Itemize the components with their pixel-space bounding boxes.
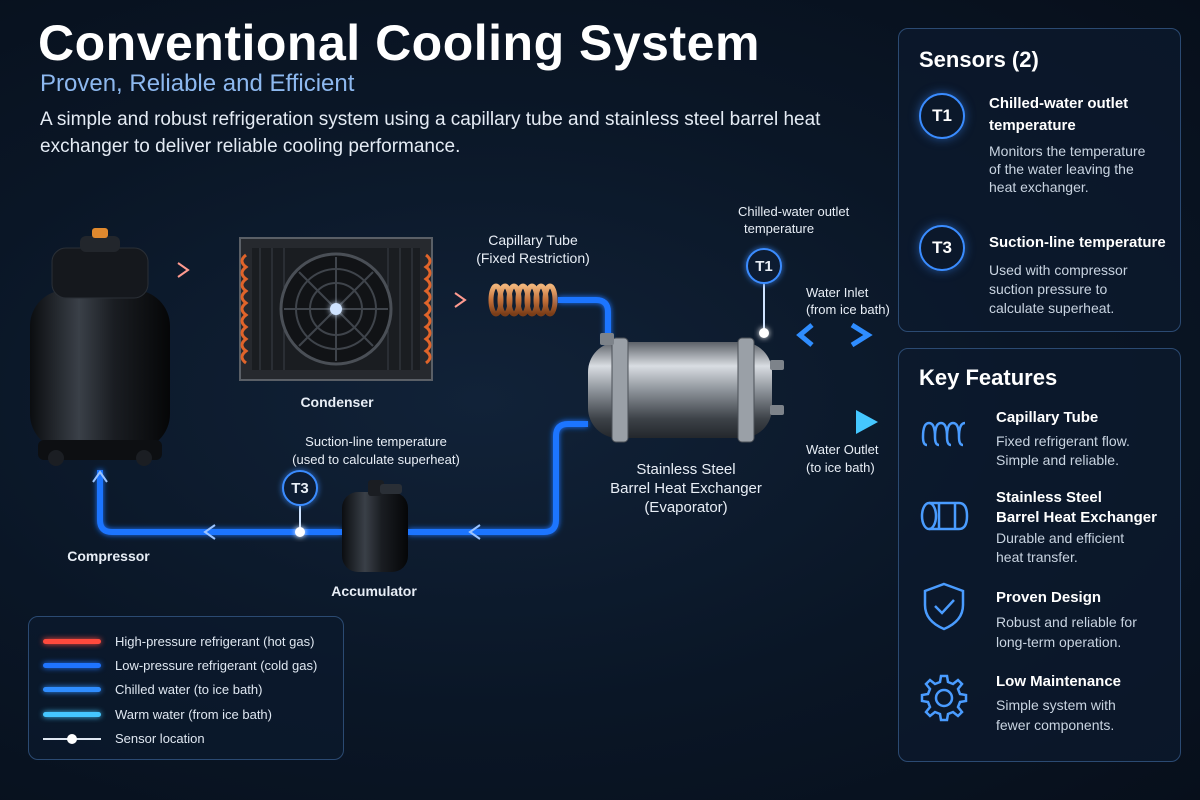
- sensor-t3-desc-line2: suction pressure to: [989, 281, 1108, 297]
- flow-arrow-icon: [203, 524, 216, 540]
- intro-text: A simple and robust refrigeration system…: [40, 109, 821, 157]
- coil-icon: [921, 421, 966, 447]
- page-subtitle: Proven, Reliable and Efficient: [40, 70, 355, 97]
- t1-tag: T1: [755, 258, 773, 275]
- sensor-t3-title-line1: Suction-line temperature: [989, 234, 1166, 251]
- feature-barrel-title-line1: Stainless Steel: [996, 489, 1102, 506]
- key-features-panel: Key Features Capillary Tube Fixed refrig…: [898, 348, 1181, 762]
- water-inlet-line2: (from ice bath): [806, 302, 890, 317]
- legend-item-chilled-water: Chilled water (to ice bath): [43, 678, 329, 702]
- legend-swatch: [43, 711, 101, 717]
- t3-caption-line2: (used to calculate superheat): [292, 452, 460, 467]
- barrel-icon: [920, 501, 969, 531]
- sensor-t1: [746, 248, 782, 338]
- feature-barrel-desc-line1: Durable and efficient: [996, 530, 1125, 546]
- low-pressure-line-to-evaporator: [558, 297, 611, 345]
- flow-arrow-icon: [92, 470, 108, 483]
- feature-barrel-desc-line2: heat transfer.: [996, 549, 1078, 565]
- feature-barrel-title-line2: Barrel Heat Exchanger: [996, 509, 1157, 526]
- legend-swatch: [43, 638, 101, 644]
- sensors-panel-title: Sensors (2): [919, 47, 1039, 72]
- water-outlet-line2: (to ice bath): [806, 460, 875, 475]
- sensors-panel: Sensors (2) T1 Chilled-water outlet temp…: [898, 28, 1181, 332]
- legend-label: Chilled water (to ice bath): [115, 682, 263, 698]
- feature-proven-desc-line1: Robust and reliable for: [996, 614, 1137, 630]
- water-outlet-arrow-icon: [856, 410, 878, 434]
- legend-label: Low-pressure refrigerant (cold gas): [115, 658, 318, 674]
- feature-maintenance-title: Low Maintenance: [996, 673, 1122, 690]
- sensor-marker-icon: [43, 733, 101, 745]
- feature-maintenance-desc-line1: Simple system with: [996, 697, 1116, 713]
- t1-caption-line2: temperature: [744, 221, 815, 236]
- flow-arrow-icon: [454, 292, 467, 308]
- water-inlet-arrow-icon: [796, 322, 873, 348]
- sensor-t1-desc-line1: Monitors the temperature: [989, 143, 1146, 159]
- t3-caption-line1: Suction-line temperature: [305, 434, 447, 449]
- capillary-tube-coil: [488, 283, 558, 317]
- compressor: [30, 228, 170, 466]
- evaporator-barrel: [588, 333, 784, 443]
- t1-caption-line1: Chilled-water outlet: [738, 204, 850, 219]
- condenser-label: Condenser: [300, 394, 374, 410]
- evaporator-label-line1: Stainless Steel: [636, 461, 736, 478]
- legend-swatch: [43, 687, 101, 693]
- sensor-t1-title-line1: Chilled-water outlet: [989, 95, 1129, 112]
- water-inlet-line1: Water Inlet: [806, 285, 869, 300]
- suction-line-return: [97, 470, 342, 535]
- sensor-t1-desc-line3: heat exchanger.: [989, 179, 1089, 195]
- feature-capillary-title: Capillary Tube: [996, 409, 1099, 426]
- sensor-t3-desc-line1: Used with compressor: [989, 262, 1128, 278]
- water-outlet-line1: Water Outlet: [806, 442, 879, 457]
- legend-item-warm-water: Warm water (from ice bath): [43, 702, 329, 726]
- accumulator-label: Accumulator: [331, 583, 417, 599]
- condenser: [239, 237, 433, 381]
- key-features-title: Key Features: [919, 365, 1058, 390]
- suction-line: [408, 421, 588, 535]
- feature-proven-title: Proven Design: [996, 589, 1102, 606]
- feature-capillary-desc-line1: Fixed refrigerant flow.: [996, 433, 1130, 449]
- legend-label: Warm water (from ice bath): [115, 706, 272, 722]
- sensor-t1-title-line2: temperature: [989, 117, 1076, 134]
- legend-label: High-pressure refrigerant (hot gas): [115, 633, 315, 649]
- legend-item-hot-gas: High-pressure refrigerant (hot gas): [43, 629, 329, 653]
- legend-item-sensor: Sensor location: [43, 727, 329, 751]
- feature-proven-desc-line2: long-term operation.: [996, 634, 1122, 650]
- legend-swatch: [43, 663, 101, 669]
- capillary-label-line2: (Fixed Restriction): [476, 250, 590, 266]
- legend-label: Sensor location: [115, 731, 205, 747]
- legend: High-pressure refrigerant (hot gas) Low-…: [28, 616, 344, 760]
- feature-maintenance-desc-line2: fewer components.: [996, 717, 1115, 733]
- compressor-label: Compressor: [67, 548, 150, 564]
- legend-item-cold-gas: Low-pressure refrigerant (cold gas): [43, 653, 329, 677]
- flow-arrow-icon: [177, 262, 190, 278]
- sensor-t1-desc-line2: of the water leaving the: [989, 161, 1134, 177]
- t3-tag: T3: [291, 480, 309, 497]
- gear-icon: [920, 674, 968, 722]
- feature-capillary-desc-line2: Simple and reliable.: [996, 452, 1119, 468]
- sensor-t3-desc-line3: calculate superheat.: [989, 300, 1115, 316]
- sensor-t3: [282, 470, 318, 537]
- capillary-label-line1: Capillary Tube: [488, 232, 578, 248]
- sensor-badge-t1: T1: [919, 93, 965, 139]
- sensor-badge-t3: T3: [919, 225, 965, 271]
- flow-arrow-icon: [468, 524, 481, 540]
- accumulator: [342, 480, 408, 572]
- page-title: Conventional Cooling System: [38, 15, 760, 71]
- evaporator-label-line2: Barrel Heat Exchanger: [610, 480, 762, 497]
- evaporator-label-line3: (Evaporator): [644, 499, 728, 516]
- shield-check-icon: [923, 582, 965, 631]
